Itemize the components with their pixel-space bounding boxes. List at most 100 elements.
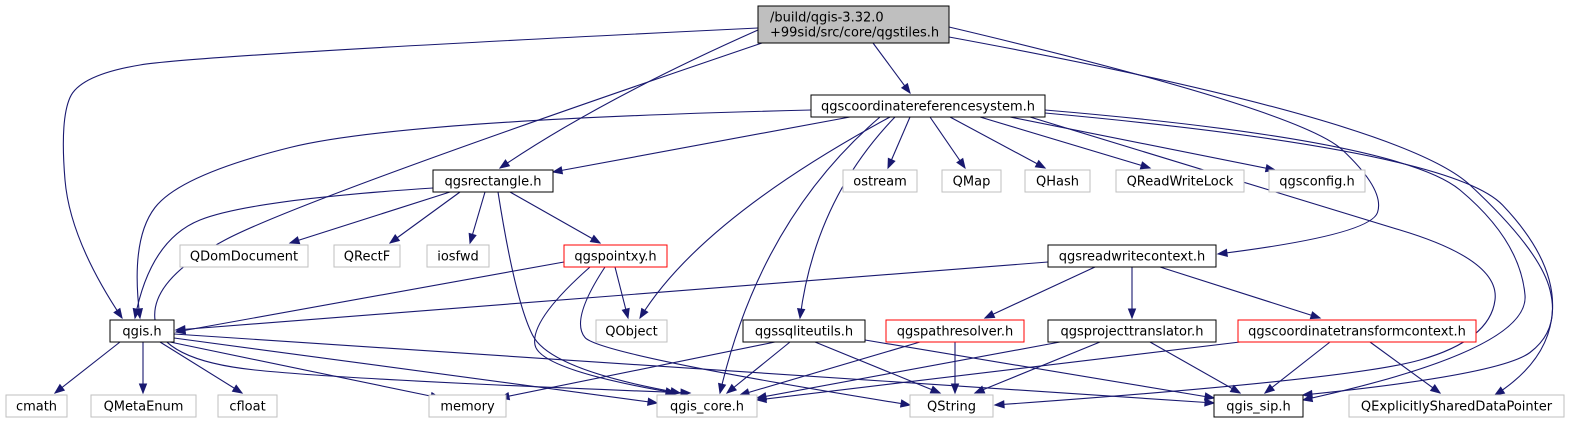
node-qgsrectangle[interactable]: qgsrectangle.h <box>432 169 554 193</box>
node-qgsconfig[interactable]: qgsconfig.h <box>1268 169 1366 193</box>
edge-qgstiles-to-qgis <box>62 27 759 320</box>
edge-qgis-to-qmetaenum <box>138 342 148 395</box>
node-qgspointxy-label: qgspointxy.h <box>574 250 656 265</box>
edge-qgsrectangle-to-iosfwd <box>468 191 486 245</box>
node-qexplicitlyshareddatapointer-label: QExplicitlySharedDataPointer <box>1361 400 1553 415</box>
edge-qgscoordinatetransformcontext-to-qgis_core <box>755 341 1241 404</box>
edge-qgspathresolver-to-qstring <box>950 342 960 395</box>
node-qgsconfig-label: qgsconfig.h <box>1279 175 1354 190</box>
node-qrectf-label: QRectF <box>344 250 390 265</box>
node-qexplicitlyshareddatapointer[interactable]: QExplicitlySharedDataPointer <box>1348 394 1565 418</box>
node-memory-box <box>428 394 507 418</box>
edge-qgsrectangle-to-qgis <box>132 187 434 320</box>
node-qgssqliteutils-box <box>742 319 866 343</box>
node-qgstiles-label: /build/qgis-3.32.0 <box>770 11 884 26</box>
node-qmetaenum-box <box>90 394 197 418</box>
node-cmath[interactable]: cmath <box>5 394 68 418</box>
node-qrectf-box <box>333 244 401 268</box>
edge-qgis-to-cmath <box>53 341 121 394</box>
node-qgspointxy-box <box>563 244 668 268</box>
node-qgscoordinatetransformcontext-label: qgscoordinatetransformcontext.h <box>1248 325 1466 340</box>
node-qgsprojecttranslator-box <box>1047 319 1217 343</box>
node-iosfwd[interactable]: iosfwd <box>426 244 490 268</box>
edge-qgspointxy-to-qgis_core <box>534 266 677 396</box>
edge-qgsrectangle-to-qdomdocument <box>288 191 451 245</box>
node-qstring[interactable]: QString <box>909 394 994 418</box>
node-qgspathresolver-label: qgspathresolver.h <box>897 325 1013 340</box>
node-qgspathresolver[interactable]: qgspathresolver.h <box>885 319 1025 343</box>
edge-qgsreadwritecontext-to-qgis <box>174 261 1049 334</box>
edges-layer <box>53 26 1554 409</box>
edge-qgscoordinatereferencesystem-to-qgis_core <box>718 116 881 395</box>
node-ostream-box <box>842 169 918 193</box>
node-qdomdocument-label: QDomDocument <box>190 250 298 265</box>
node-memory[interactable]: memory <box>428 394 507 418</box>
node-qgis_sip[interactable]: qgis_sip.h <box>1213 394 1304 418</box>
edge-qgsprojecttranslator-to-qgis_core <box>755 341 1061 401</box>
node-qmap-box <box>941 169 1002 193</box>
node-qstring-label: QString <box>927 400 976 415</box>
edge-qgsprojecttranslator-to-qgis_sip <box>1149 341 1242 394</box>
edge-qgis-to-qgis_sip <box>173 333 1216 407</box>
node-qgsrectangle-label: qgsrectangle.h <box>444 175 541 190</box>
node-qhash-box <box>1024 169 1091 193</box>
node-qexplicitlyshareddatapointer-box <box>1348 394 1565 418</box>
node-qgscoordinatereferencesystem[interactable]: qgscoordinatereferencesystem.h <box>810 94 1046 118</box>
edge-qgsreadwritecontext-to-qgscoordinatetransformcontext <box>1159 266 1322 320</box>
node-qgscoordinatetransformcontext-box <box>1237 319 1477 343</box>
edge-qgscoordinatetransformcontext-to-qexplicitlyshareddatapointer <box>1369 341 1442 394</box>
node-qreadwritelock-label: QReadWriteLock <box>1127 175 1234 190</box>
node-qgis_core[interactable]: qgis_core.h <box>656 394 758 418</box>
node-ostream[interactable]: ostream <box>842 169 918 193</box>
node-memory-label: memory <box>440 400 495 415</box>
edge-qgis-to-memory <box>169 341 442 401</box>
node-qgspointxy[interactable]: qgspointxy.h <box>563 244 668 268</box>
node-qmap[interactable]: QMap <box>941 169 1002 193</box>
edge-qgis-to-cfloat <box>159 341 244 394</box>
edge-qgscoordinatereferencesystem-to-qobject <box>639 116 891 320</box>
node-qgis_core-box <box>656 394 758 418</box>
edge-qgis-to-qgis_core <box>173 337 659 406</box>
node-qobject-box <box>595 319 668 343</box>
node-qgstiles-box <box>757 5 950 44</box>
node-qrectf[interactable]: QRectF <box>333 244 401 268</box>
node-qgscoordinatetransformcontext[interactable]: qgscoordinatetransformcontext.h <box>1237 319 1477 343</box>
edge-qgscoordinatereferencesystem-to-ostream <box>887 116 911 170</box>
node-qmetaenum[interactable]: QMetaEnum <box>90 394 197 418</box>
node-qhash[interactable]: QHash <box>1024 169 1091 193</box>
node-qgis_sip-box <box>1213 394 1304 418</box>
edge-qgsreadwritecontext-to-qgsprojecttranslator <box>1127 267 1137 320</box>
node-cmath-label: cmath <box>16 400 57 415</box>
node-qhash-label: QHash <box>1036 175 1079 190</box>
node-qgstiles[interactable]: /build/qgis-3.32.0+99sid/src/core/qgstil… <box>757 5 950 44</box>
edge-qgspathresolver-to-qgis_core <box>738 341 921 397</box>
edge-qgstiles-to-qgsreadwritecontext <box>948 26 1380 258</box>
edge-qgssqliteutils-to-qgis_core <box>725 341 791 394</box>
edge-qgstiles-to-qgis_core <box>154 42 763 397</box>
node-cfloat[interactable]: cfloat <box>217 394 278 418</box>
node-qgsprojecttranslator[interactable]: qgsprojecttranslator.h <box>1047 319 1217 343</box>
nodes-layer: /build/qgis-3.32.0+99sid/src/core/qgstil… <box>5 5 1565 418</box>
node-qgsreadwritecontext[interactable]: qgsreadwritecontext.h <box>1047 244 1217 268</box>
node-iosfwd-label: iosfwd <box>437 250 479 265</box>
node-ostream-label: ostream <box>853 175 907 190</box>
node-qgis[interactable]: qgis.h <box>109 319 175 343</box>
node-qgis-label: qgis.h <box>122 325 161 340</box>
edge-qgsprojecttranslator-to-qstring <box>973 341 1101 394</box>
node-cfloat-label: cfloat <box>229 400 265 415</box>
edge-qgssqliteutils-to-qgis_sip <box>864 339 1216 401</box>
edge-qgscoordinatereferencesystem-to-qexplicitlyshareddatapointer <box>1044 112 1554 396</box>
node-qdomdocument[interactable]: QDomDocument <box>179 244 309 268</box>
edge-qgsrectangle-to-qrectf <box>388 191 461 244</box>
edge-qgscoordinatereferencesystem-to-qreadwritelock <box>979 116 1152 170</box>
node-qgssqliteutils[interactable]: qgssqliteutils.h <box>742 319 866 343</box>
node-qreadwritelock-box <box>1115 169 1245 193</box>
node-qobject[interactable]: QObject <box>595 319 668 343</box>
node-qgscoordinatereferencesystem-label: qgscoordinatereferencesystem.h <box>821 100 1035 115</box>
node-qobject-label: QObject <box>605 325 658 340</box>
node-cmath-box <box>5 394 68 418</box>
node-qreadwritelock[interactable]: QReadWriteLock <box>1115 169 1245 193</box>
node-qgspathresolver-box <box>885 319 1025 343</box>
edge-qgspointxy-to-qobject <box>614 266 630 320</box>
